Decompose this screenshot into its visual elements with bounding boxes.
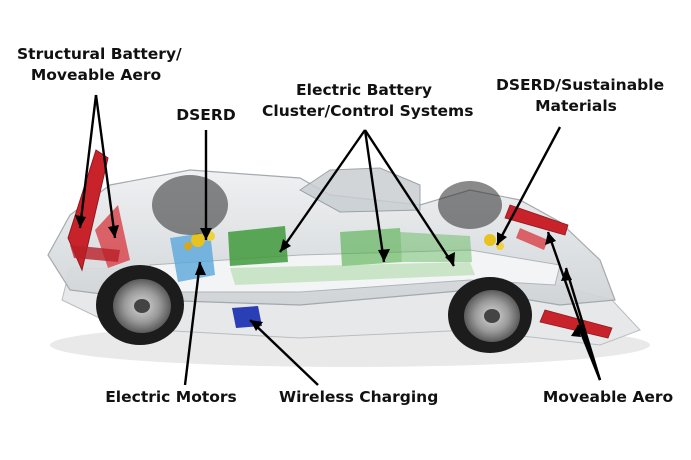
label-electric-motors: Electric Motors — [105, 387, 237, 408]
pointer-battery-a — [279, 129, 366, 253]
front-wheel — [448, 277, 532, 353]
front-wheel-far — [438, 181, 502, 229]
label-dserd-text: DSERD — [176, 106, 236, 124]
label-dserd: DSERD — [172, 105, 240, 126]
pointer-lines — [78, 94, 602, 386]
pointer-motors — [183, 261, 202, 386]
battery-pack-mid — [340, 228, 402, 266]
rear-wing-lower — [70, 245, 120, 262]
battery-pack-rear — [228, 226, 288, 266]
pointer-dserd-sustainable — [495, 126, 562, 246]
label-moveable-aero: Moveable Aero — [541, 387, 675, 408]
label-dserd-sustainable: DSERD/Sustainable Materials — [496, 75, 665, 117]
pointer-aero-b — [564, 267, 602, 381]
pointer-arrowheads — [75, 215, 581, 337]
label-electric-battery-line2: Cluster/Control Systems — [262, 102, 474, 120]
pointer-wireless — [249, 319, 319, 386]
label-electric-battery-line1: Electric Battery — [296, 81, 432, 99]
pointer-aero-c — [576, 324, 602, 381]
electric-motor — [170, 232, 215, 282]
label-dserd-sustainable-line1: DSERD/Sustainable — [496, 76, 665, 94]
pointer-structural-b — [94, 94, 117, 239]
label-structural-battery-line1: Structural Battery/ — [17, 45, 182, 63]
label-dserd-sustainable-line2: Materials — [535, 97, 617, 115]
label-electric-motors-text: Electric Motors — [105, 388, 237, 406]
battery-pack-floor — [230, 262, 475, 285]
label-wireless-charging: Wireless Charging — [279, 387, 439, 408]
label-moveable-aero-text: Moveable Aero — [542, 388, 674, 406]
rear-wheel-far — [152, 175, 228, 235]
label-wireless-charging-text: Wireless Charging — [279, 388, 439, 406]
label-structural-battery-line2: Moveable Aero — [30, 66, 162, 84]
pointer-battery-b — [363, 129, 386, 263]
label-electric-battery: Electric Battery Cluster/Control Systems — [262, 80, 474, 122]
pointer-battery-c — [363, 129, 456, 267]
label-structural-battery: Structural Battery/ Moveable Aero — [17, 44, 182, 86]
pointer-structural-a — [78, 94, 98, 229]
front-aero-flap-upper — [504, 204, 569, 236]
front-aero-flap-side — [516, 228, 548, 250]
front-aero-flap-lower — [539, 309, 613, 339]
rear-wheel — [96, 265, 184, 345]
